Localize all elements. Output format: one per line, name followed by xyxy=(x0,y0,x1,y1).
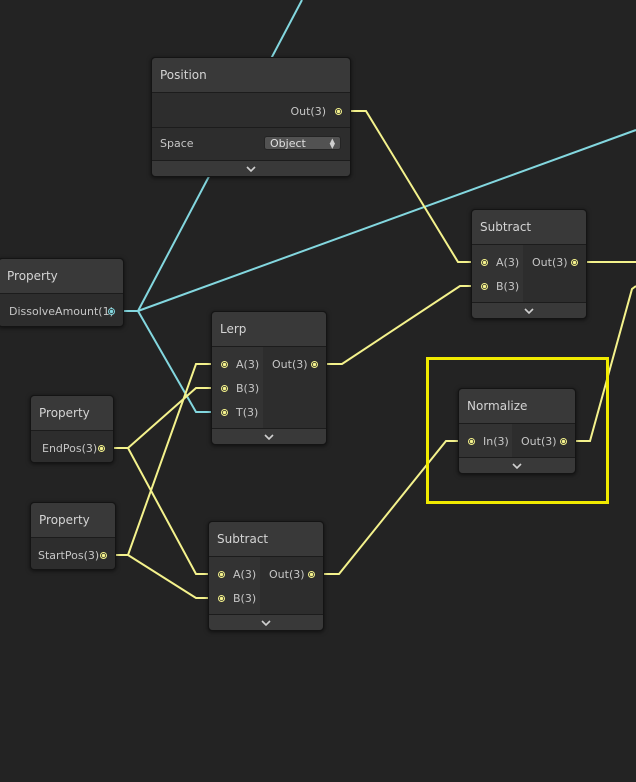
in-port-b-dot[interactable] xyxy=(481,283,488,290)
node-title: Normalize xyxy=(459,389,575,424)
out-port-label: Out(3) xyxy=(290,105,326,118)
out-port-dot[interactable] xyxy=(571,259,578,266)
node-title: Property xyxy=(31,503,115,538)
wire-normalize-offscreen xyxy=(563,285,636,442)
in-port-b-label: B(3) xyxy=(236,382,260,395)
position-node[interactable]: Position Out(3) Space Object ▲▼ xyxy=(151,57,351,177)
highlight-box xyxy=(426,357,609,504)
out-port-dot[interactable] xyxy=(560,438,567,445)
in-port-t-dot[interactable] xyxy=(221,409,228,416)
wire-dissolve-to-lerp-t xyxy=(118,310,224,413)
in-port-a-label: A(3) xyxy=(236,358,260,371)
in-port-a-label: A(3) xyxy=(233,568,257,581)
node-title: Property xyxy=(0,259,123,294)
dropdown-arrow-icon: ▲▼ xyxy=(329,137,335,150)
out-port-label: EndPos(3) xyxy=(42,442,98,455)
chevron-down-icon xyxy=(246,165,256,172)
chevron-down-icon xyxy=(261,619,271,626)
out-port-dot[interactable] xyxy=(308,571,315,578)
out-port-dot[interactable] xyxy=(108,308,115,315)
input-panel xyxy=(212,347,263,430)
lerp-node[interactable]: Lerp A(3) B(3) T(3) Out(3) xyxy=(211,311,327,445)
expand-toggle[interactable] xyxy=(209,614,323,630)
out-port-label: DissolveAmount(1) xyxy=(9,305,114,318)
node-title: Subtract xyxy=(472,210,586,245)
out-port-dot[interactable] xyxy=(311,361,318,368)
subtract-bottom-node[interactable]: Subtract A(3) B(3) Out(3) xyxy=(208,521,324,631)
expand-toggle[interactable] xyxy=(212,428,326,444)
out-port-dot[interactable] xyxy=(335,108,342,115)
in-port-b-label: B(3) xyxy=(496,280,520,293)
wire-startpos-to-subtract-b xyxy=(103,554,221,599)
out-port-label: Out(3) xyxy=(269,568,305,581)
subtract-top-node[interactable]: Subtract A(3) B(3) Out(3) xyxy=(471,209,587,319)
expand-toggle[interactable] xyxy=(152,160,350,176)
node-title: Property xyxy=(31,396,113,431)
in-port-b-dot[interactable] xyxy=(218,595,225,602)
dissolve-property-node[interactable]: Property DissolveAmount(1) xyxy=(0,258,124,327)
out-port-label: Out(3) xyxy=(532,256,568,269)
wire-endpos-to-lerp-b xyxy=(101,387,224,449)
startpos-property-node[interactable]: Property StartPos(3) xyxy=(30,502,116,570)
in-port-t-label: T(3) xyxy=(236,406,259,419)
wire-lerp-to-subtract-b xyxy=(314,285,484,365)
space-label: Space xyxy=(160,137,194,150)
in-port-a-dot[interactable] xyxy=(481,259,488,266)
in-port-b-label: B(3) xyxy=(233,592,257,605)
in-port-b-dot[interactable] xyxy=(221,385,228,392)
chevron-down-icon xyxy=(264,433,274,440)
chevron-down-icon xyxy=(524,307,534,314)
in-port-dot[interactable] xyxy=(468,438,475,445)
expand-toggle[interactable] xyxy=(459,457,575,473)
wire-startpos-to-lerp-a xyxy=(103,363,224,556)
wire-position-to-subtract-a xyxy=(338,110,484,263)
out-port-dot[interactable] xyxy=(100,552,107,559)
node-title: Subtract xyxy=(209,522,323,557)
chevron-down-icon xyxy=(512,462,522,469)
wire-dissolve-offscreen-right xyxy=(137,129,636,312)
node-title: Lerp xyxy=(212,312,326,347)
node-title: Position xyxy=(152,58,350,93)
space-dropdown[interactable]: Object ▲▼ xyxy=(264,136,341,150)
in-port-a-dot[interactable] xyxy=(218,571,225,578)
out-port-label: Out(3) xyxy=(272,358,308,371)
out-port-label: StartPos(3) xyxy=(38,549,100,562)
input-panel xyxy=(209,557,260,616)
input-panel xyxy=(459,424,512,459)
normalize-node[interactable]: Normalize In(3) Out(3) xyxy=(458,388,576,474)
in-port-label: In(3) xyxy=(483,435,509,448)
out-port-dot[interactable] xyxy=(98,445,105,452)
endpos-property-node[interactable]: Property EndPos(3) xyxy=(30,395,114,463)
in-port-a-label: A(3) xyxy=(496,256,520,269)
expand-toggle[interactable] xyxy=(472,302,586,318)
in-port-a-dot[interactable] xyxy=(221,361,228,368)
input-panel xyxy=(472,245,523,304)
space-dropdown-value: Object xyxy=(270,137,306,150)
out-port-label: Out(3) xyxy=(521,435,557,448)
